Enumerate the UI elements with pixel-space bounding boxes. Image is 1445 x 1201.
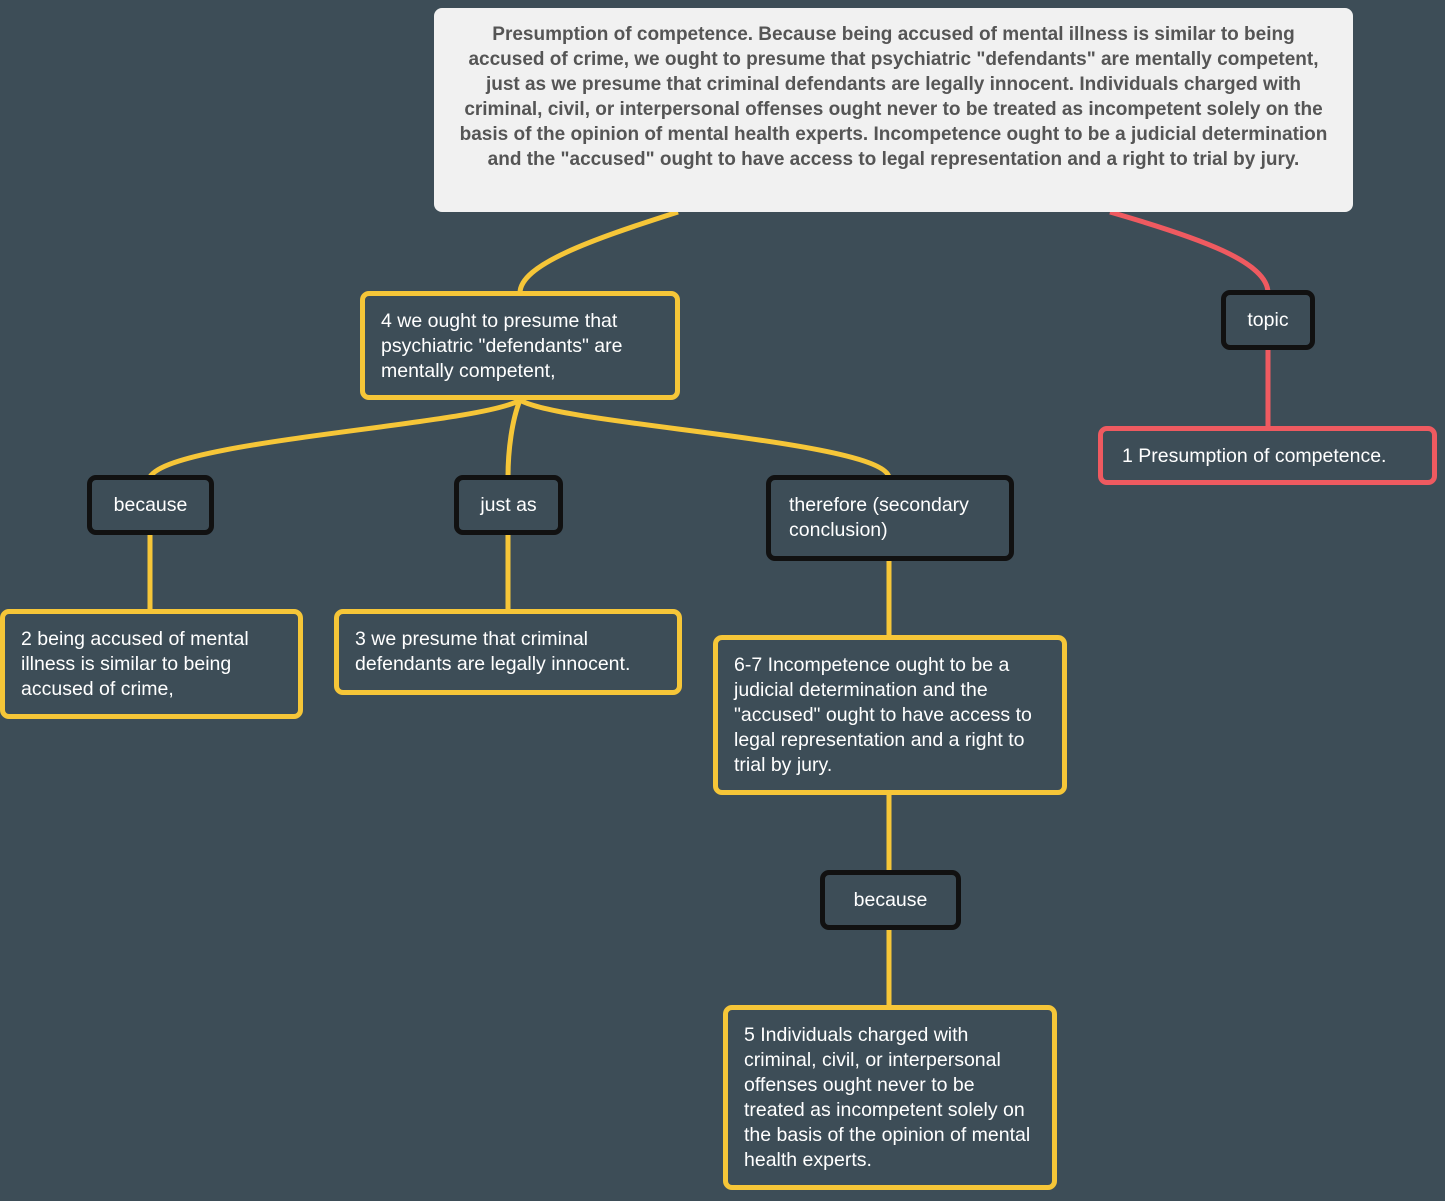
claim-3[interactable]: 3 we presume that criminal defendants ar… xyxy=(334,609,682,695)
connector-claim-4-to-therefore xyxy=(518,397,892,479)
link-topic[interactable]: topic xyxy=(1221,290,1315,350)
connector-claim-4-to-because xyxy=(147,397,522,479)
root-contention[interactable]: Presumption of competence. Because being… xyxy=(434,8,1353,212)
link-therefore[interactable]: therefore (secondary conclusion) xyxy=(766,475,1014,561)
connector-root-to-claim-4 xyxy=(517,209,679,294)
connector-root-to-topic xyxy=(1109,209,1271,294)
claim-6-7-secondary-conclusion[interactable]: 6-7 Incompetence ought to be a judicial … xyxy=(713,635,1067,795)
claim-2[interactable]: 2 being accused of mental illness is sim… xyxy=(0,609,303,719)
claim-1-topic[interactable]: 1 Presumption of competence. xyxy=(1098,426,1437,485)
link-because-bottom[interactable]: because xyxy=(820,870,961,930)
connector-claim-4-to-just-as xyxy=(505,399,523,478)
claim-4-main-conclusion[interactable]: 4 we ought to presume that psychiatric "… xyxy=(360,291,680,400)
claim-5[interactable]: 5 Individuals charged with criminal, civ… xyxy=(723,1005,1057,1190)
link-just-as[interactable]: just as xyxy=(454,475,563,535)
link-because-left[interactable]: because xyxy=(87,475,214,535)
